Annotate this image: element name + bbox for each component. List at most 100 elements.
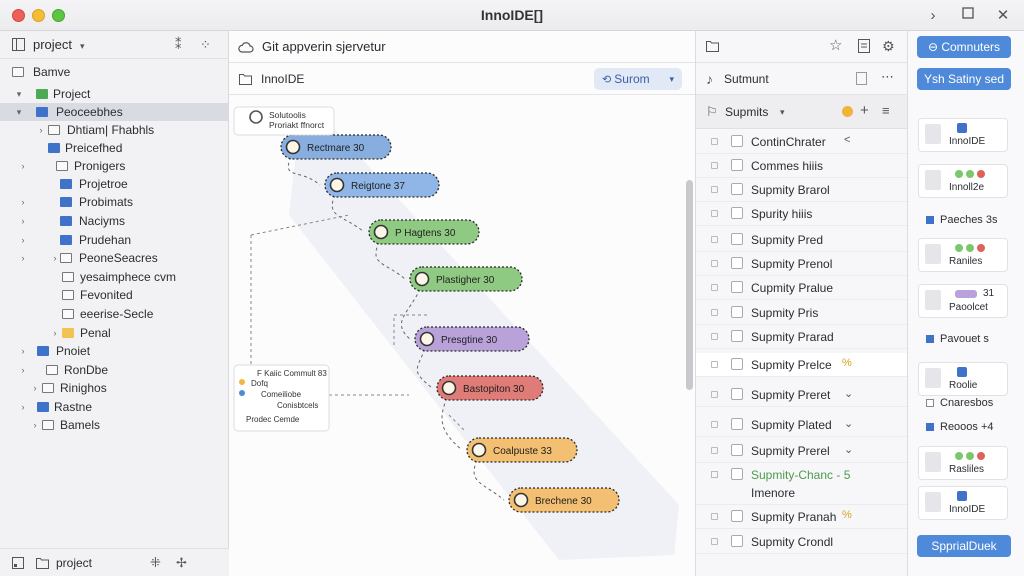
submit-list-item[interactable]: Supmity Prelce% (696, 353, 908, 377)
disclosure-icon[interactable]: › (53, 328, 57, 338)
branch-line[interactable]: Reooos +4 (926, 421, 994, 433)
more-icon[interactable]: ⋯ (881, 69, 894, 84)
commit-node[interactable]: Coalpuste 33 (466, 437, 578, 463)
branch-card[interactable]: Roolie (918, 362, 1008, 396)
file-icon[interactable] (856, 72, 867, 85)
submit-list-item[interactable]: Supmity Prenol (696, 252, 908, 276)
row-checkbox[interactable] (731, 159, 743, 171)
chevron-icon[interactable]: ⌄ (844, 418, 854, 430)
disclosure-icon[interactable]: › (21, 216, 25, 226)
commit-button[interactable]: ⊖ Comnuters (917, 36, 1011, 58)
submit-list-item[interactable]: Supmity Pred (696, 228, 908, 252)
tree-item[interactable]: ›Pnoiet (0, 342, 228, 360)
disclosure-icon[interactable]: › (21, 235, 25, 245)
branch-line[interactable]: Cnaresbos (926, 397, 993, 409)
tree-item[interactable]: Bamve (0, 63, 228, 81)
row-checkbox[interactable] (731, 135, 743, 147)
tree-item[interactable]: ›RonDbe (0, 361, 228, 379)
tree-item[interactable]: ›Pronigers (0, 157, 228, 175)
tree-item[interactable]: yesaimphece cvm (0, 268, 228, 286)
tree-item[interactable]: ›Penal (0, 324, 228, 342)
row-checkbox[interactable] (731, 535, 743, 547)
commit-node[interactable]: Presgtine 30 (414, 326, 530, 352)
row-checkbox[interactable] (731, 233, 743, 245)
tree-item[interactable]: ›Naciyms (0, 212, 228, 230)
disclosure-icon[interactable]: › (21, 197, 25, 207)
graph-scrollbar[interactable] (686, 180, 693, 390)
tree-item[interactable]: ›Rinighos (0, 379, 228, 397)
disclosure-icon[interactable]: ▾ (16, 107, 22, 117)
disclosure-icon[interactable]: › (21, 253, 25, 263)
row-checkbox[interactable] (731, 306, 743, 318)
commit-node[interactable]: Plastigher 30 (409, 266, 523, 292)
tree-item[interactable]: Preicefhed (0, 139, 228, 157)
tree-item[interactable]: ›Dhtiam| Fhabhls (0, 121, 228, 139)
tree-item[interactable]: Fevonited (0, 286, 228, 304)
close-icon[interactable]: ✕ (996, 7, 1010, 24)
panel-icon[interactable] (12, 557, 24, 569)
gear-icon[interactable]: ⚙ (882, 38, 895, 54)
star-icon[interactable]: ☆ (829, 37, 843, 54)
row-checkbox[interactable] (731, 510, 743, 522)
submit-list-item[interactable]: Supmity Preret⌄ (696, 383, 908, 407)
branch-dropdown[interactable]: ⟲ Surom ▾ (594, 68, 682, 90)
expand-icon[interactable]: ⁑ (175, 37, 182, 52)
row-checkbox[interactable] (731, 281, 743, 293)
sync-button[interactable]: Ysh Satiny sed (917, 68, 1011, 90)
chevron-down-icon[interactable]: ▾ (80, 41, 85, 51)
disclosure-icon[interactable]: › (33, 420, 37, 430)
folder-icon[interactable] (706, 40, 719, 52)
tree-item[interactable]: ›Bamels (0, 416, 228, 434)
tree-item[interactable]: ▾Project (0, 85, 228, 103)
submit-list-item[interactable]: Supmity Plated⌄ (696, 413, 908, 437)
tree-item[interactable]: ›Probimats (0, 193, 228, 211)
submit-list-item[interactable]: Cupmity Pralue (696, 276, 908, 300)
submit-list-item[interactable]: Supmity Crondl (696, 530, 908, 554)
submit-list-item[interactable]: Commes hiiis (696, 154, 908, 178)
branch-card[interactable]: InnoIDE (918, 486, 1008, 520)
tree-item[interactable]: ›Rastne (0, 398, 228, 416)
tree-item[interactable]: Projetroe (0, 175, 228, 193)
chevron-down-icon[interactable]: ▾ (780, 107, 785, 117)
branch-card[interactable]: Raniles (918, 238, 1008, 272)
add-icon[interactable]: ⁜ (150, 555, 161, 570)
disclosure-icon[interactable]: › (53, 253, 57, 263)
tab-innoide[interactable]: InnoIDE (261, 72, 305, 86)
submit-list-item[interactable]: Supmity Pranah% (696, 505, 908, 529)
document-icon[interactable] (858, 39, 870, 53)
close-window-button[interactable] (12, 9, 25, 22)
chevron-icon[interactable]: ⌄ (844, 388, 854, 400)
forward-icon[interactable]: › (930, 7, 936, 24)
add-icon[interactable]: + (860, 102, 869, 119)
branch-card[interactable]: Rasliles (918, 446, 1008, 480)
branch-line[interactable]: Pavouet s (926, 333, 989, 345)
row-checkbox[interactable] (731, 468, 743, 480)
collapse-icon[interactable]: ⁘ (200, 37, 211, 52)
sidebar-toggle-icon[interactable] (12, 38, 25, 51)
submits-dropdown[interactable]: Supmits (725, 105, 769, 119)
minimize-window-button[interactable] (32, 9, 45, 22)
row-checkbox[interactable] (731, 207, 743, 219)
green-submit-item[interactable]: Supmity-Chanc - 5 Imenore (696, 463, 908, 505)
disclosure-icon[interactable]: › (21, 402, 25, 412)
submit-list-item[interactable]: Supmity Brarol (696, 178, 908, 202)
submit-list-item[interactable]: Supmity Prerel⌄ (696, 439, 908, 463)
menu-icon[interactable]: ≡ (882, 103, 890, 118)
tree-item[interactable]: ›Prudehan (0, 231, 228, 249)
submit-list-item[interactable]: ContinChrater< (696, 130, 908, 154)
submit-list-item[interactable]: Supmity Prarad (696, 325, 908, 349)
zoom-window-button[interactable] (52, 9, 65, 22)
disclosure-icon[interactable]: › (39, 125, 43, 135)
commit-node[interactable]: Rectmare 30 (280, 134, 392, 160)
row-checkbox[interactable] (731, 418, 743, 430)
tree-item[interactable]: ▾Peoceebhes (0, 103, 228, 121)
tree-item[interactable]: eeerise-Secle (0, 305, 228, 323)
settings-icon[interactable]: ✢ (176, 555, 187, 570)
row-checkbox[interactable] (731, 257, 743, 269)
chevron-icon[interactable]: ⌄ (844, 444, 854, 456)
branch-card[interactable]: Innoll2e (918, 164, 1008, 198)
chevron-icon[interactable]: < (844, 134, 851, 146)
submit-list-item[interactable]: Spurity hiiis (696, 202, 908, 226)
